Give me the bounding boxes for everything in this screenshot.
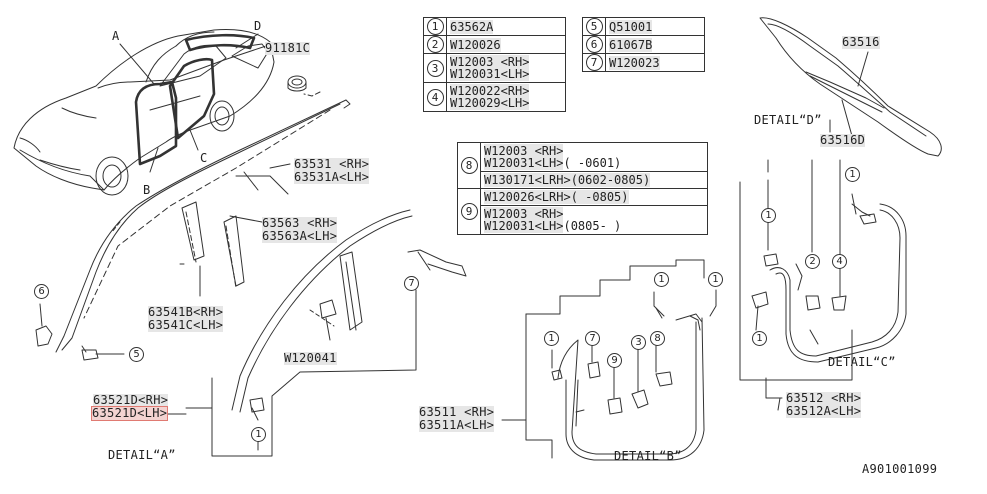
callout-bubble: 5 (129, 347, 144, 362)
part-code: W120026 (450, 37, 501, 52)
part-code: W130171<LRH>(0602-0805) (484, 173, 651, 187)
roof-molding (55, 91, 351, 353)
parts-table-1: 1 63562A 2 W120026 3 W12003 <RH> W120031… (423, 17, 566, 112)
part-label-63512a: 63512A<LH> (786, 404, 862, 418)
callout-bubble: 1 (708, 272, 723, 287)
parts-table-3: 8 W12003 <RH> W120031<LH>( -0601) W13017… (457, 142, 708, 235)
part-code: W120026<LRH>( -0805) (484, 190, 629, 204)
figure-id: A901001099 (862, 462, 938, 476)
parts-table-row: W130171<LRH>(0602-0805) (458, 171, 708, 189)
part-label-63516d: 63516D (820, 133, 866, 147)
detail-c-caption: DETAIL“C” (828, 355, 896, 369)
parts-table-2: 5 Q51001 6 61067B 7 W120023 (582, 17, 705, 72)
pillar-trim-63563 (223, 215, 263, 289)
callout-bubble: 1 (845, 167, 860, 182)
parts-table-row: 3 W12003 <RH> W120031<LH> (423, 53, 566, 83)
part-code: W12003 <RH> W120031<LH> (450, 55, 530, 81)
part-label-63512: 63512 <RH> (786, 391, 862, 405)
detail-a-caption: DETAIL“A” (108, 448, 176, 462)
callout-number: 5 (585, 18, 603, 35)
car-label-d: D (254, 19, 262, 33)
car-label-b: B (143, 183, 151, 197)
callout-number: 6 (585, 36, 603, 53)
callout-number: 4 (426, 88, 444, 106)
part-label-63541c: 63541C<LH> (148, 318, 224, 332)
callout-bubble: 1 (251, 427, 266, 442)
detail-a-frame (159, 209, 467, 457)
date-range: (0805- ) (563, 219, 622, 233)
part-label-91181c: 91181C (265, 41, 311, 55)
part-label-63516: 63516 (842, 35, 880, 49)
callout-bubble: 1 (654, 272, 669, 287)
part-code: 63562A (450, 19, 494, 34)
parts-table-row: 9 W120026<LRH>( -0805) (457, 188, 708, 235)
part-label-63531: 63531 <RH> (294, 157, 370, 171)
parts-table-row: W12003 <RH> W120031<LH>(0805- ) (458, 205, 708, 235)
part-label-63541b: 63541B<RH> (148, 305, 224, 319)
part-label-63511: 63511 <RH> (419, 405, 495, 419)
pillar-trim-63541 (179, 201, 205, 297)
part-label-63521d-rh: 63521D<RH> (93, 393, 169, 407)
callout-bubble: 1 (544, 331, 559, 346)
screw-q51001 (81, 345, 125, 361)
part-label-63563a: 63563A<LH> (262, 229, 338, 243)
clip-61067b (35, 303, 53, 347)
callout-number: 7 (585, 54, 603, 71)
callout-bubble: 9 (607, 353, 622, 368)
parts-table-row: 8 W12003 <RH> W120031<LH>( -0601) (457, 142, 708, 189)
detail-c-weatherstrip (739, 159, 907, 411)
detail-d-weatherstrip (759, 17, 942, 157)
callout-bubble: 4 (832, 254, 847, 269)
car-label-a: A (112, 29, 120, 43)
callout-bubble: 6 (34, 284, 49, 299)
callout-number: 8 (460, 157, 478, 174)
parts-table-row: 7 W120023 (582, 53, 705, 72)
part-code: Q51001 (609, 19, 653, 34)
callout-bubble: 7 (404, 276, 419, 291)
part-label-w120041: W120041 (284, 351, 337, 365)
detail-d-caption: DETAIL“D” (754, 113, 822, 127)
callout-bubble: 1 (752, 331, 767, 346)
callout-number: 1 (426, 18, 444, 35)
date-range: ( -0601) (563, 156, 622, 170)
part-code: W120022<RH> W120029<LH> (450, 84, 530, 110)
parts-table-row: 5 Q51001 (582, 17, 705, 36)
part-label-63531a: 63531A<LH> (294, 170, 370, 184)
callout-bubble: 2 (805, 254, 820, 269)
part-label-63521d-lh: 63521D<LH> (90, 406, 169, 421)
callout-number: 9 (460, 203, 478, 220)
parts-table-row: 1 63562A (423, 17, 566, 36)
part-label-63563: 63563 <RH> (262, 216, 338, 230)
part-code: W12003 <RH> W120031<LH> (484, 144, 564, 170)
callout-bubble: 1 (761, 208, 776, 223)
callout-bubble: 8 (650, 331, 665, 346)
clip-91181c (287, 75, 307, 92)
part-code: W120023 (609, 55, 660, 70)
callout-bubble: 7 (585, 331, 600, 346)
parts-table-row: 6 61067B (582, 35, 705, 54)
callout-bubble: 3 (631, 335, 646, 350)
detail-b-caption: DETAIL“B” (614, 449, 682, 463)
part-code: 61067B (609, 37, 653, 52)
parts-table-row: 2 W120026 (423, 35, 566, 54)
car-label-c: C (200, 151, 208, 165)
car-sketch (13, 29, 275, 196)
parts-table-row: 4 W120022<RH> W120029<LH> (423, 82, 566, 112)
callout-number: 3 (426, 59, 444, 77)
detail-b-weatherstrip (501, 259, 717, 461)
callout-number: 2 (426, 36, 444, 53)
part-label-63511a: 63511A<LH> (419, 418, 495, 432)
part-code: W12003 <RH> W120031<LH> (484, 207, 564, 233)
